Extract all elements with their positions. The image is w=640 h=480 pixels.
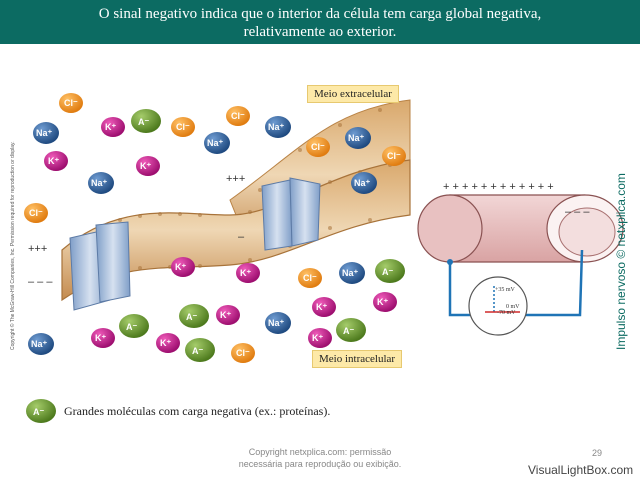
svg-text:A⁻: A⁻ [33,407,44,417]
ion-cl: Cl⁻ Cl⁻ Cl⁻ Cl⁻ Cl⁻ Cl⁻ Cl⁻ Cl⁻ [24,93,406,363]
title-line-1: O sinal negativo indica que o interior d… [98,6,542,22]
svg-text:Na⁺: Na⁺ [36,128,53,138]
footer-line-1: Copyright netxplica.com: permissão [248,447,392,457]
svg-text:A⁻: A⁻ [126,322,137,332]
svg-text:Na⁺: Na⁺ [91,178,108,188]
svg-text:Na⁺: Na⁺ [342,268,359,278]
side-brand: Impulso nervoso © netxplica.com [614,173,628,350]
svg-text:Cl⁻: Cl⁻ [387,151,401,161]
svg-text:K⁺: K⁺ [220,310,231,320]
svg-text:K⁺: K⁺ [175,262,186,272]
electrode-tip-left [447,259,453,265]
footer-line-2: necessária para reprodução ou exibição. [238,459,402,469]
meter-low-label: -70 mV [497,310,516,316]
electrode-wires [448,249,584,317]
plus-signs-top: +++ [226,173,245,185]
meter-zero-label: 0 mV [506,304,520,310]
channel-protein-right [261,177,321,251]
plus-signs-left: +++ [28,243,47,255]
svg-text:K⁺: K⁺ [140,161,151,171]
svg-text:A⁻: A⁻ [343,326,354,336]
meter-high-label: +35 mV [495,287,516,293]
minus-sign-center: – [238,231,245,243]
svg-text:Cl⁻: Cl⁻ [311,142,325,152]
svg-text:A⁻: A⁻ [382,267,393,277]
legend-symbol: A⁻ [26,399,56,423]
minus-signs-left: – – – [28,276,53,288]
svg-text:Na⁺: Na⁺ [354,178,371,188]
svg-text:Na⁺: Na⁺ [31,339,48,349]
svg-text:Cl⁻: Cl⁻ [231,111,245,121]
extracellular-label: Meio extracelular [307,85,399,103]
svg-text:K⁺: K⁺ [160,338,171,348]
svg-text:K⁺: K⁺ [105,122,116,132]
ion-a: A⁻ A⁻ A⁻ A⁻ A⁻ A⁻ [119,109,405,362]
svg-text:K⁺: K⁺ [377,297,388,307]
svg-text:Na⁺: Na⁺ [207,138,224,148]
svg-text:Na⁺: Na⁺ [348,133,365,143]
svg-text:K⁺: K⁺ [95,333,106,343]
svg-text:K⁺: K⁺ [48,156,59,166]
watermark: VisualLightBox.com [528,463,634,477]
svg-text:Cl⁻: Cl⁻ [236,348,250,358]
title-banner: O sinal negativo indica que o interior d… [0,0,640,44]
axon-outer-signs: + + + + + + + + + + + + [443,181,554,193]
svg-text:Na⁺: Na⁺ [268,122,285,132]
svg-text:K⁺: K⁺ [316,302,327,312]
legend-text: Grandes moléculas com carga negativa (ex… [64,404,331,418]
footer-copyright: Copyright netxplica.com: permissão neces… [200,446,440,470]
axon-cylinder [417,194,624,263]
voltmeter [468,276,528,336]
title-line-2: relativamente ao exterior. [243,24,397,40]
svg-text:Cl⁻: Cl⁻ [303,273,317,283]
ion-k: K⁺ K⁺ K⁺ K⁺ K⁺ K⁺ K⁺ K⁺ K⁺ K⁺ K⁺ [44,117,397,353]
ion-na: Na⁺ Na⁺ Na⁺ Na⁺ Na⁺ Na⁺ Na⁺ Na⁺ Na⁺ [28,116,377,355]
svg-text:Na⁺: Na⁺ [268,318,285,328]
svg-text:A⁻: A⁻ [192,346,203,356]
svg-text:Cl⁻: Cl⁻ [64,98,78,108]
svg-text:Cl⁻: Cl⁻ [176,122,190,132]
svg-text:A⁻: A⁻ [138,117,149,127]
svg-text:K⁺: K⁺ [240,268,251,278]
svg-text:K⁺: K⁺ [312,333,323,343]
page-number: 29 [592,448,603,458]
channel-protein-left [69,221,131,311]
svg-text:Cl⁻: Cl⁻ [29,208,43,218]
side-copyright: Copyright © The McGraw-Hill Companies, I… [10,141,16,350]
intracellular-label: Meio intracelular [312,350,403,368]
axon-inner-signs: – – – [565,206,590,218]
svg-text:A⁻: A⁻ [186,312,197,322]
